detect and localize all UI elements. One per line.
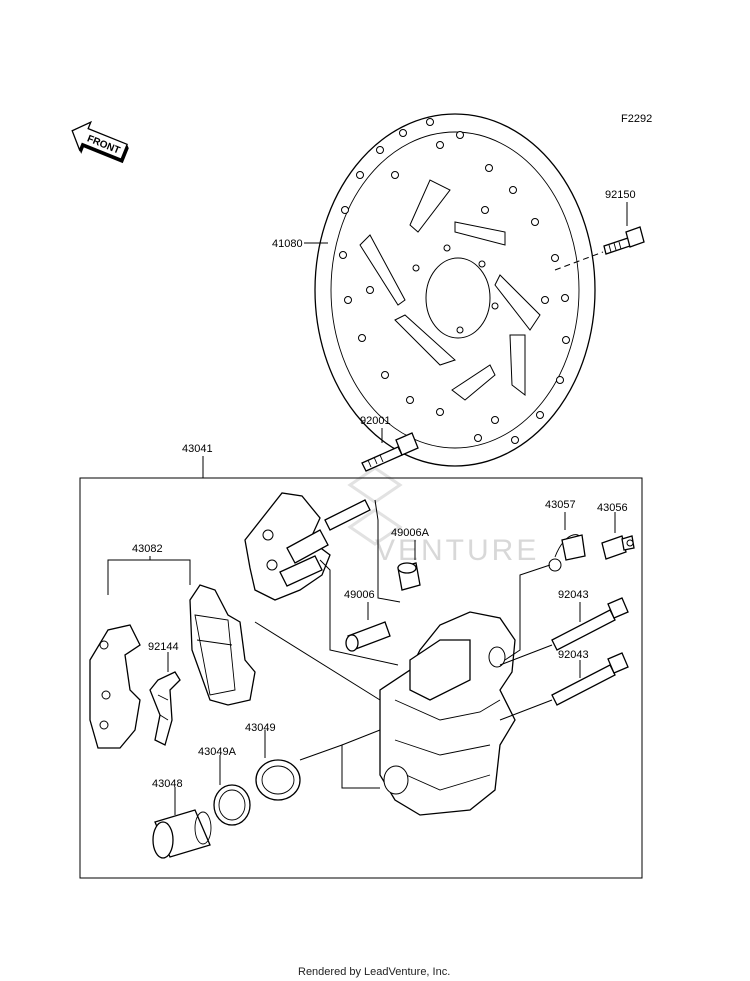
- label-pin-upper[interactable]: 92043: [558, 589, 589, 601]
- piston[interactable]: [152, 809, 212, 859]
- piston-seal[interactable]: [255, 759, 301, 801]
- figure-code: F2292: [621, 113, 652, 125]
- bleeder-valve[interactable]: [601, 535, 635, 560]
- leader-bracket-upper: [374, 499, 401, 603]
- leader-pad-set: [107, 559, 191, 595]
- slide-pin-lower[interactable]: [551, 652, 629, 706]
- label-bleeder-cap[interactable]: 43057: [545, 499, 576, 511]
- label-caliper-bolt[interactable]: 92001: [360, 415, 391, 427]
- label-bleeder-valve[interactable]: 43056: [597, 502, 628, 514]
- label-piston[interactable]: 43048: [152, 778, 183, 790]
- leader-seals-to-body-b: [341, 729, 381, 746]
- label-disc[interactable]: 41080: [272, 238, 303, 250]
- pad-spring[interactable]: [149, 671, 181, 746]
- leader-bleeder-to-body: [504, 564, 551, 661]
- front-arrow-icon: FRONT: [71, 120, 129, 164]
- caliper-bracket[interactable]: [244, 492, 371, 601]
- brake-pad-outer[interactable]: [89, 624, 141, 749]
- label-pin-lower[interactable]: 92043: [558, 649, 589, 661]
- leader-pin-lower-to-body: [499, 699, 553, 721]
- watermark: VENTURE: [347, 466, 539, 567]
- boot-a[interactable]: [397, 562, 421, 591]
- label-piston-seal[interactable]: 43049: [245, 722, 276, 734]
- leader-bracket-lower: [319, 559, 399, 666]
- brake-disc[interactable]: [314, 113, 596, 467]
- label-boot-a[interactable]: 49006A: [391, 527, 430, 539]
- leader-pin-upper-to-body: [499, 644, 553, 666]
- caliper-body[interactable]: [379, 611, 516, 816]
- slide-pin-upper[interactable]: [551, 597, 629, 651]
- label-disc-bolt[interactable]: 92150: [605, 189, 636, 201]
- label-boot[interactable]: 49006: [344, 589, 375, 601]
- label-pad-set[interactable]: 43082: [132, 543, 163, 555]
- axis-disc-bolt: [554, 251, 604, 271]
- brake-pad-inner[interactable]: [189, 584, 256, 706]
- label-piston-seal-a[interactable]: 43049A: [198, 746, 237, 758]
- caliper-bolt[interactable]: [361, 432, 419, 472]
- label-pad-spring[interactable]: 92144: [148, 641, 179, 653]
- leader-pad-to-body: [254, 621, 381, 701]
- leader-seals-to-body: [299, 744, 380, 789]
- label-caliper-assy[interactable]: 43041: [182, 443, 213, 455]
- watermark-text: VENTURE: [375, 534, 539, 567]
- boot[interactable]: [345, 621, 391, 652]
- bleeder-cap[interactable]: [548, 534, 586, 572]
- piston-seal-a[interactable]: [213, 784, 251, 826]
- footer-text: Rendered by LeadVenture, Inc.: [298, 966, 450, 978]
- disc-bolt[interactable]: [603, 226, 645, 255]
- caliper-assembly-frame: [79, 477, 643, 879]
